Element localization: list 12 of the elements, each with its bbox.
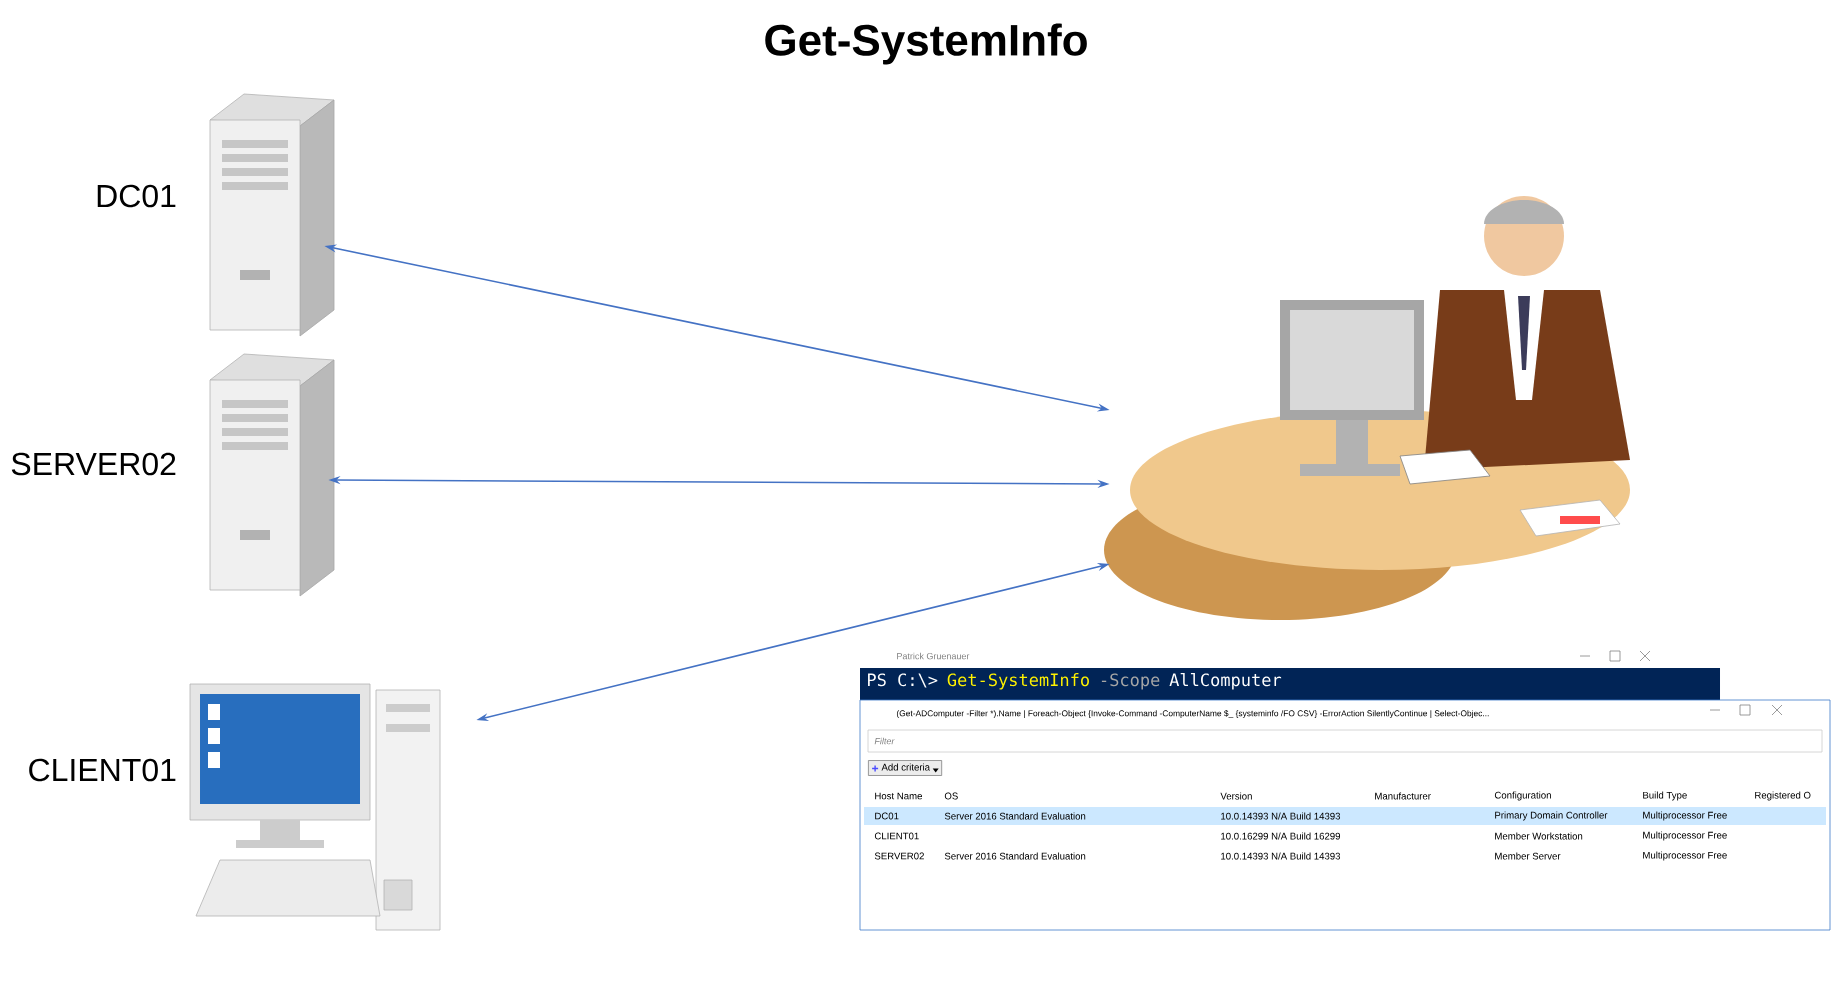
server-drawing bbox=[209, 93, 335, 337]
console-text: PS C:\> bbox=[868, 673, 938, 688]
administrator-drawing bbox=[1104, 196, 1630, 620]
server-drawing bbox=[209, 353, 335, 597]
computer-name: CLIENT01 bbox=[29, 758, 176, 782]
title: Get-SystemInfo bbox=[765, 23, 1087, 65]
computer-drawing bbox=[189, 683, 441, 931]
computer-name: SERVER02 bbox=[11, 452, 176, 476]
console-text: -Scope bbox=[1101, 673, 1160, 690]
console-text: AllComputer bbox=[1169, 673, 1282, 690]
console-text: Get-SystemInfo bbox=[947, 673, 1089, 690]
computer-name: DC01 bbox=[97, 184, 176, 208]
